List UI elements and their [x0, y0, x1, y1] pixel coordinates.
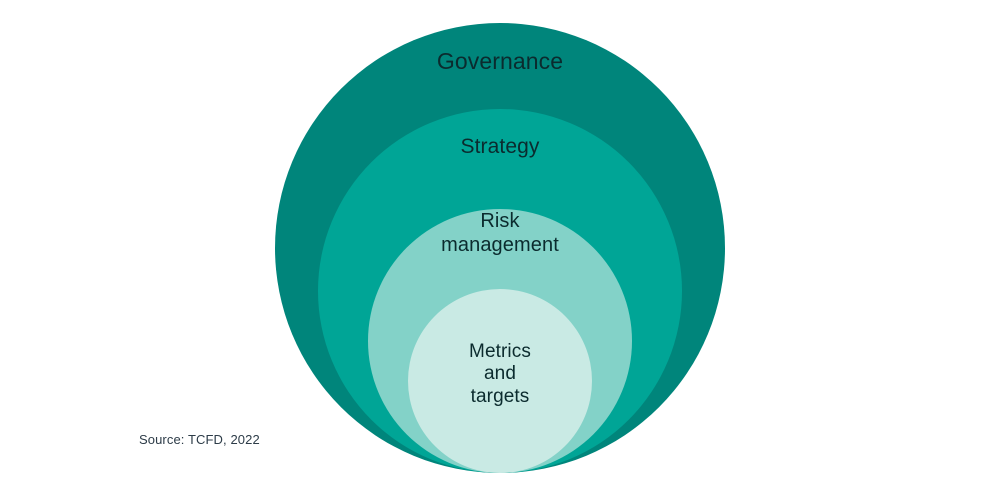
ring-metrics-and-targets	[408, 289, 592, 473]
source-note: Source: TCFD, 2022	[139, 432, 260, 447]
